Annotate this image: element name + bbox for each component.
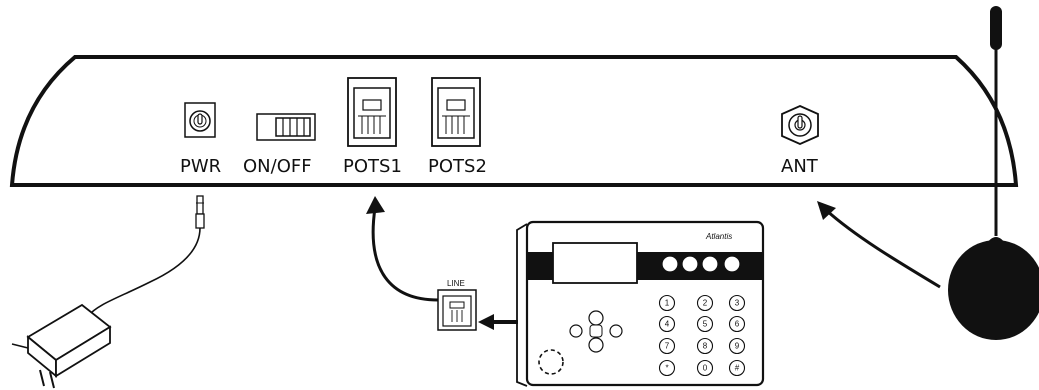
pwr-jack-icon — [184, 102, 216, 138]
keypad-key-2[interactable]: 2 — [696, 294, 714, 312]
keypad-key-9[interactable]: 9 — [728, 337, 746, 355]
power-adapter — [11, 195, 205, 389]
keypad-key-label: 7 — [665, 342, 670, 351]
speaker-icon — [538, 349, 564, 375]
keypad-key-label: # — [735, 364, 740, 373]
keypad-key-label: * — [665, 364, 668, 373]
external-antenna — [948, 6, 1039, 340]
function-button-4[interactable] — [723, 255, 741, 273]
arrow-to-pots1-icon — [366, 196, 439, 302]
function-button-3[interactable] — [701, 255, 719, 273]
keypad-key-star[interactable]: * — [658, 359, 676, 377]
keypad-key-label: 8 — [703, 342, 708, 351]
keypad-key-hash[interactable]: # — [728, 359, 746, 377]
keypad-key-label: 6 — [735, 320, 740, 329]
ant-label: ANT — [781, 156, 819, 177]
desk-phone: Atlantis 1 2 3 4 5 6 7 8 9 * 0 # — [516, 220, 765, 387]
phone-brand: Atlantis — [705, 232, 732, 241]
keypad-key-0[interactable]: 0 — [696, 359, 714, 377]
line-label: LINE — [447, 279, 465, 288]
keypad-key-label: 4 — [665, 320, 670, 329]
onoff-label: ON/OFF — [243, 156, 312, 177]
antenna-connector-icon — [781, 105, 819, 145]
power-switch-icon — [256, 113, 316, 141]
line-jack-icon — [437, 289, 477, 331]
nav-left-button[interactable] — [569, 324, 583, 338]
keypad-key-label: 3 — [735, 299, 740, 308]
nav-right-button[interactable] — [609, 324, 623, 338]
function-button-1[interactable] — [661, 255, 679, 273]
keypad-key-8[interactable]: 8 — [696, 337, 714, 355]
keypad-key-1[interactable]: 1 — [658, 294, 676, 312]
nav-down-button[interactable] — [588, 337, 604, 353]
arrow-to-ant-icon — [817, 201, 941, 289]
pots2-label: POTS2 — [428, 156, 487, 177]
keypad-key-label: 5 — [703, 320, 708, 329]
keypad-key-label: 0 — [703, 364, 708, 373]
keypad-key-label: 1 — [665, 299, 670, 308]
keypad: 1 2 3 4 5 6 7 8 9 * 0 # — [658, 294, 746, 377]
router-back-panel — [9, 55, 1019, 187]
keypad-key-7[interactable]: 7 — [658, 337, 676, 355]
function-button-2[interactable] — [681, 255, 699, 273]
nav-ok-button[interactable] — [589, 324, 603, 338]
pots1-label: POTS1 — [343, 156, 402, 177]
keypad-key-4[interactable]: 4 — [658, 315, 676, 333]
nav-up-button[interactable] — [588, 310, 604, 326]
pwr-label: PWR — [180, 156, 221, 177]
arrow-phone-to-line-icon — [478, 314, 518, 330]
keypad-key-6[interactable]: 6 — [728, 315, 746, 333]
pots2-jack-icon — [431, 77, 481, 147]
keypad-key-5[interactable]: 5 — [696, 315, 714, 333]
pots1-jack-icon — [347, 77, 397, 147]
keypad-key-label: 2 — [703, 299, 708, 308]
keypad-key-label: 9 — [735, 342, 740, 351]
keypad-key-3[interactable]: 3 — [728, 294, 746, 312]
